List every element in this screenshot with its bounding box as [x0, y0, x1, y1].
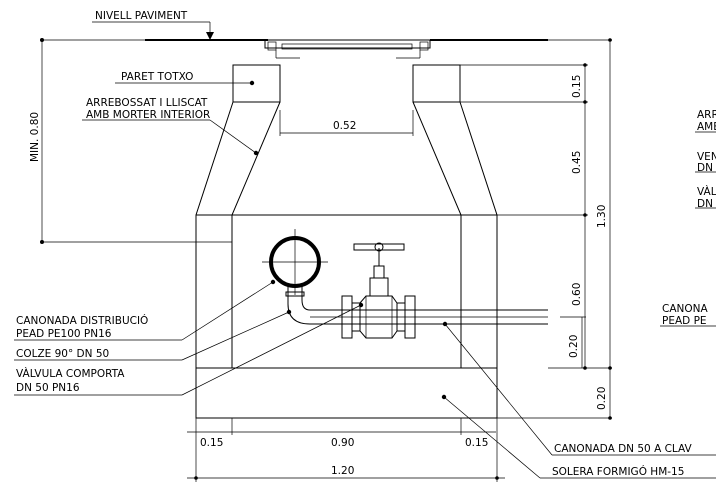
- manhole-cover: [264, 39, 431, 59]
- dim-015-left: 0.15: [200, 437, 223, 449]
- dimension-labels: MIN. 0.80 0.52 0.15 0.45 1.30 0.60 0.20 …: [29, 75, 608, 477]
- label-right-ven: VEN: [697, 151, 716, 163]
- leader-lines: [14, 21, 716, 479]
- brick-wall-block-left: [232, 64, 281, 103]
- dim-020-slab: 0.20: [596, 387, 608, 410]
- concrete-base-slab: [195, 367, 498, 419]
- dim-min-080: MIN. 0.80: [29, 112, 41, 162]
- label-canonada-distribucio-2: PEAD PE100 PN16: [16, 328, 112, 340]
- pipework: [262, 229, 548, 339]
- elbow-90-fitting: [287, 299, 311, 325]
- label-right-val: VÀL: [697, 185, 716, 198]
- label-colze: COLZE 90° DN 50: [16, 348, 109, 360]
- label-canonada-distribucio-1: CANONADA DISTRIBUCIÓ: [16, 314, 148, 327]
- dim-060: 0.60: [571, 283, 583, 306]
- label-paret-totxo: PARET TOTXO: [121, 71, 193, 83]
- label-valvula-1: VÀLVULA COMPORTA: [16, 367, 125, 380]
- label-right-dn1: DN: [697, 162, 713, 174]
- label-solera: SOLERA FORMIGÓ HM-15: [552, 465, 684, 478]
- label-right-arr: ARR: [697, 109, 716, 121]
- cone-wall-right: [412, 101, 498, 368]
- callout-labels: NIVELL PAVIMENT PARET TOTXO ARREBOSSAT I…: [16, 10, 716, 478]
- dim-090: 0.90: [331, 437, 354, 449]
- label-canonada-clav: CANONADA DN 50 A CLAV: [554, 443, 693, 455]
- dim-020-pipe: 0.20: [568, 335, 580, 358]
- valve-handwheel: [353, 243, 405, 251]
- label-right-pead: PEAD PE: [662, 315, 707, 327]
- label-arrebossat-2: AMB MORTER INTERIOR: [86, 109, 210, 121]
- label-right-amb: AMB: [697, 121, 716, 133]
- dim-015-top: 0.15: [571, 75, 583, 98]
- label-arrebossat-1: ARREBOSSAT I LLISCAT: [86, 97, 208, 109]
- dim-015-right: 0.15: [465, 437, 488, 449]
- label-right-canona: CANONA: [662, 303, 708, 315]
- brick-wall-block-right: [412, 64, 461, 103]
- label-nivell-paviment: NIVELL PAVIMENT: [95, 10, 188, 22]
- label-right-dn2: DN: [697, 198, 713, 210]
- cone-wall-left: [195, 101, 281, 368]
- dim-045: 0.45: [571, 151, 583, 174]
- dim-120: 1.20: [331, 465, 354, 477]
- dim-052: 0.52: [333, 120, 356, 132]
- dimension-lines: [40, 38, 612, 482]
- dim-130: 1.30: [596, 205, 608, 228]
- label-valvula-2: DN 50 PN16: [16, 382, 80, 394]
